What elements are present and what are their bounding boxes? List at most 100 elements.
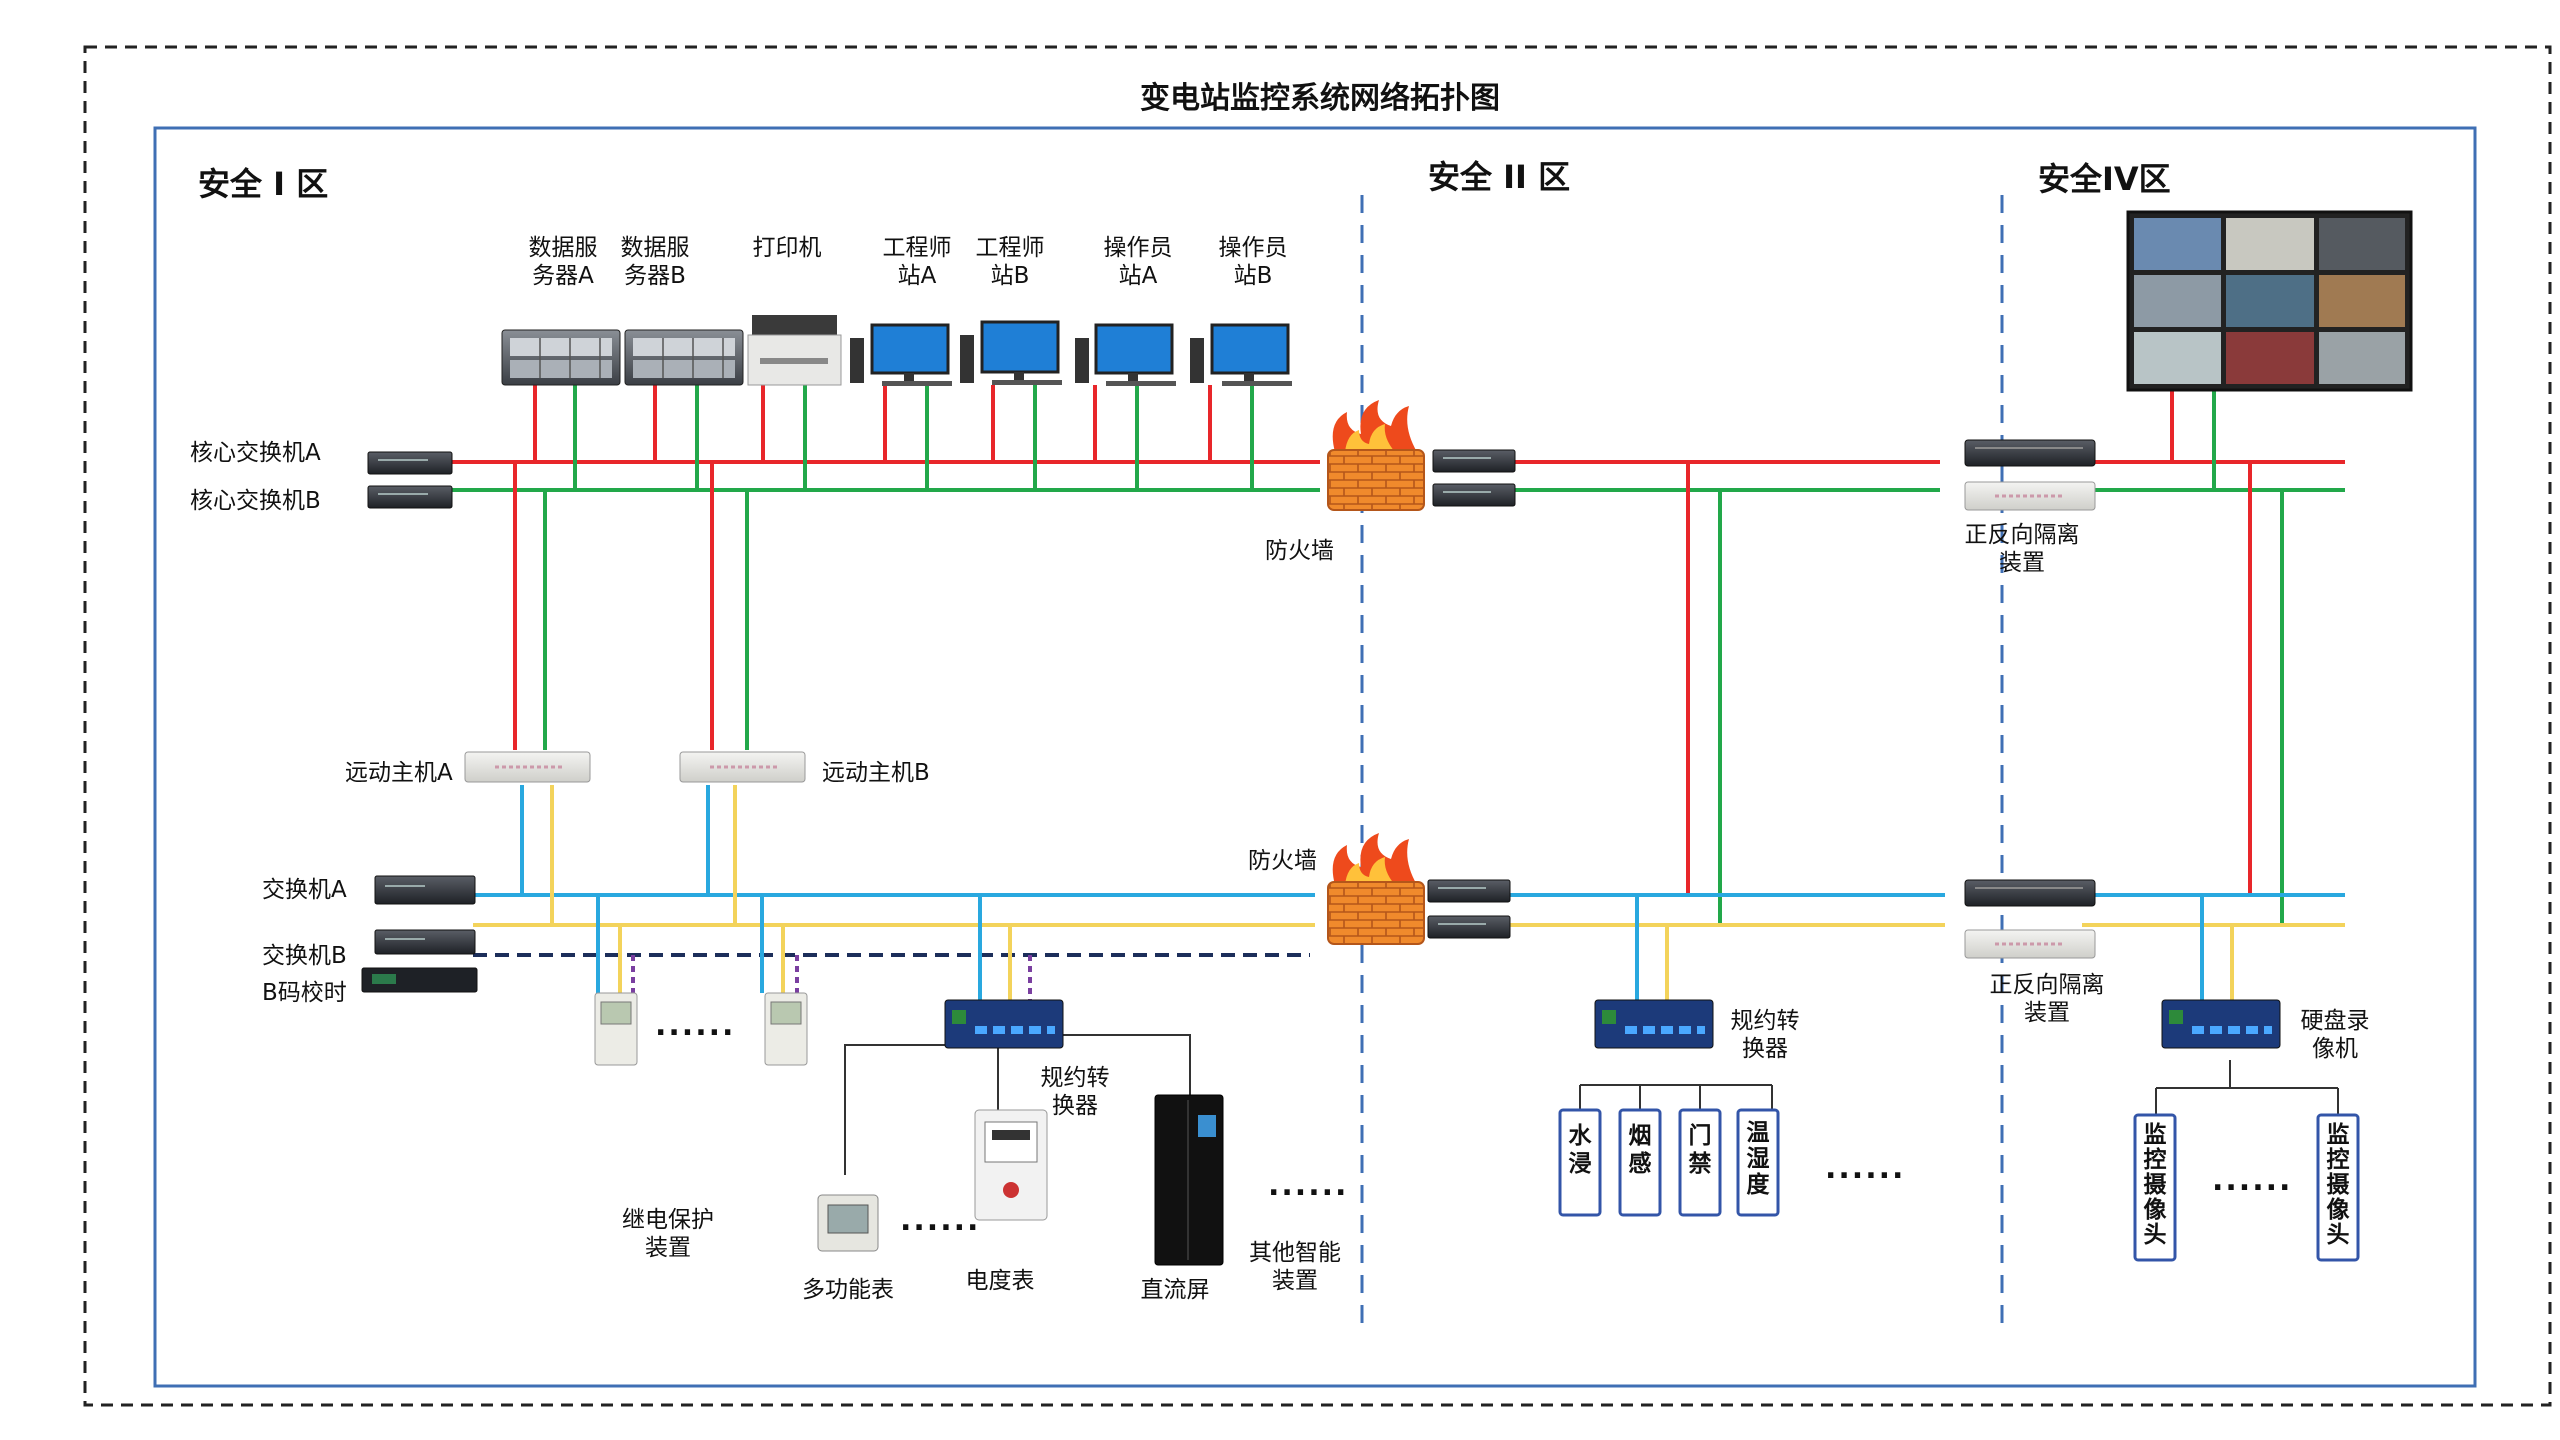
camera-2: 监 控 摄 像 头: [2316, 1113, 2360, 1262]
core-switch-a: [367, 451, 453, 475]
svg-text:度: 度: [1747, 1171, 1771, 1198]
multifunction-meter: [817, 1194, 879, 1252]
svg-text:控: 控: [2144, 1146, 2167, 1173]
svg-text:烟: 烟: [1629, 1123, 1652, 1149]
svg-text:感: 感: [1629, 1150, 1652, 1177]
sensors-ellipsis: ......: [1825, 1151, 1905, 1186]
core-switch-b-label: 核心交换机B: [190, 488, 321, 514]
zone2-switch-top-b: [1432, 483, 1516, 507]
op-a-label-2: 站A: [1119, 263, 1158, 289]
multifunction-ellipsis: ......: [900, 1203, 980, 1238]
svg-text:摄: 摄: [2327, 1172, 2351, 1198]
isolation-device-top: [1964, 439, 2096, 511]
network-lines: [450, 385, 2345, 1000]
protocol-converter-z1-label-1: 规约转: [1041, 1065, 1110, 1091]
svg-text:像: 像: [2327, 1196, 2351, 1223]
svg-text:监: 监: [2144, 1122, 2167, 1148]
svg-text:像: 像: [2144, 1196, 2168, 1223]
workstation-op-a: [1075, 323, 1176, 386]
other-devices-label-2: 装置: [1272, 1268, 1318, 1294]
video-wall: [2126, 210, 2413, 392]
rtu-host-a-label: 远动主机A: [345, 760, 453, 786]
eng-b-label-2: 站B: [991, 263, 1030, 289]
zone-4-label: 安全IV区: [2038, 160, 2171, 198]
server-b-label-1: 数据服: [621, 235, 690, 261]
nvr-label-2: 像机: [2312, 1036, 2358, 1062]
rtu-host-a: [464, 751, 591, 783]
nvr: [2161, 999, 2281, 1049]
server-a-label-1: 数据服: [529, 235, 598, 261]
svg-text:摄: 摄: [2144, 1172, 2168, 1198]
eng-a-label-1: 工程师: [883, 235, 952, 261]
nvr-label-1: 硬盘录: [2301, 1008, 2370, 1034]
core-switch-b: [367, 485, 453, 509]
zone2-switch-top-a: [1432, 449, 1516, 473]
cameras-ellipsis: ......: [2212, 1163, 2292, 1198]
energy-meter: [974, 1109, 1048, 1221]
bcode-label: B码校时: [262, 980, 347, 1006]
workstation-op-b: [1190, 323, 1292, 386]
inner-frame: [153, 126, 2477, 1388]
workstation-eng-b: [960, 320, 1062, 385]
firewall-top: [1327, 400, 1425, 511]
diagram-title: 变电站监控系统网络拓扑图: [1140, 81, 1500, 116]
protocol-converter-z2-label-2: 换器: [1742, 1036, 1788, 1062]
svg-text:温: 温: [1747, 1120, 1770, 1146]
printer: [747, 315, 842, 386]
svg-text:头: 头: [2144, 1222, 2167, 1248]
sensor-access: 门 禁: [1678, 1108, 1722, 1217]
isolation-bottom-label-2: 装置: [2024, 1000, 2070, 1026]
workstation-eng-a: [850, 323, 952, 386]
camera-1: 监 控 摄 像 头: [2133, 1113, 2177, 1262]
protocol-converter-z2-label-1: 规约转: [1731, 1008, 1800, 1034]
switch-b-label: 交换机B: [262, 943, 347, 969]
isolation-top-label-1: 正反向隔离: [1965, 522, 2080, 548]
outer-dashed-frame: [83, 45, 2552, 1407]
server-b-label-2: 务器B: [624, 263, 686, 289]
rtu-host-b-label: 远动主机B: [822, 760, 930, 786]
zone-2-label: 安全 II 区: [1428, 158, 1570, 196]
svg-text:禁: 禁: [1689, 1150, 1712, 1177]
firewall-top-label: 防火墙: [1265, 538, 1334, 564]
core-switch-a-label: 核心交换机A: [190, 440, 321, 466]
dc-panel: [1154, 1094, 1224, 1266]
svg-text:控: 控: [2327, 1146, 2350, 1173]
isolation-device-bottom: [1964, 879, 2096, 959]
svg-text:头: 头: [2327, 1222, 2350, 1248]
multifunction-meter-label: 多功能表: [802, 1277, 894, 1303]
sensor-water: 水 浸: [1558, 1108, 1602, 1217]
server-b: [624, 329, 744, 386]
rtu-host-b: [679, 751, 806, 783]
relay-device-1: [594, 992, 638, 1066]
protocol-converter-z2: [1594, 999, 1714, 1049]
switch-a-label: 交换机A: [262, 877, 347, 903]
relay-ellipsis: ......: [655, 1008, 735, 1043]
op-b-label-1: 操作员: [1219, 235, 1288, 261]
firewall-bottom: [1327, 833, 1425, 945]
relay-label-2: 装置: [645, 1235, 691, 1261]
switch-a: [374, 875, 476, 905]
firewall-bottom-label: 防火墙: [1248, 848, 1317, 874]
other-devices-label-1: 其他智能: [1249, 1240, 1341, 1266]
zone-1-label: 安全 I 区: [198, 165, 328, 203]
switch-b: [374, 929, 476, 955]
sensor-smoke: 烟 感: [1618, 1108, 1662, 1217]
zone2-switch-bottom-a: [1427, 879, 1511, 903]
bcode-clock: [361, 967, 478, 993]
op-b-label-2: 站B: [1234, 263, 1273, 289]
eng-b-label-1: 工程师: [976, 235, 1045, 261]
energy-meter-label: 电度表: [966, 1268, 1035, 1294]
svg-text:门: 门: [1689, 1122, 1712, 1149]
protocol-converter-z1: [944, 999, 1064, 1049]
svg-text:湿: 湿: [1747, 1146, 1770, 1172]
isolation-bottom-label-1: 正反向隔离: [1990, 972, 2105, 998]
other-devices-ellipsis: ......: [1268, 1168, 1348, 1203]
relay-device-2: [764, 992, 808, 1066]
server-a-label-2: 务器A: [532, 263, 594, 289]
op-a-label-1: 操作员: [1104, 235, 1173, 261]
device-connector-lines: [844, 1034, 2339, 1175]
svg-text:监: 监: [2327, 1122, 2350, 1148]
dc-panel-label: 直流屏: [1141, 1277, 1210, 1303]
isolation-top-label-2: 装置: [1999, 550, 2045, 576]
